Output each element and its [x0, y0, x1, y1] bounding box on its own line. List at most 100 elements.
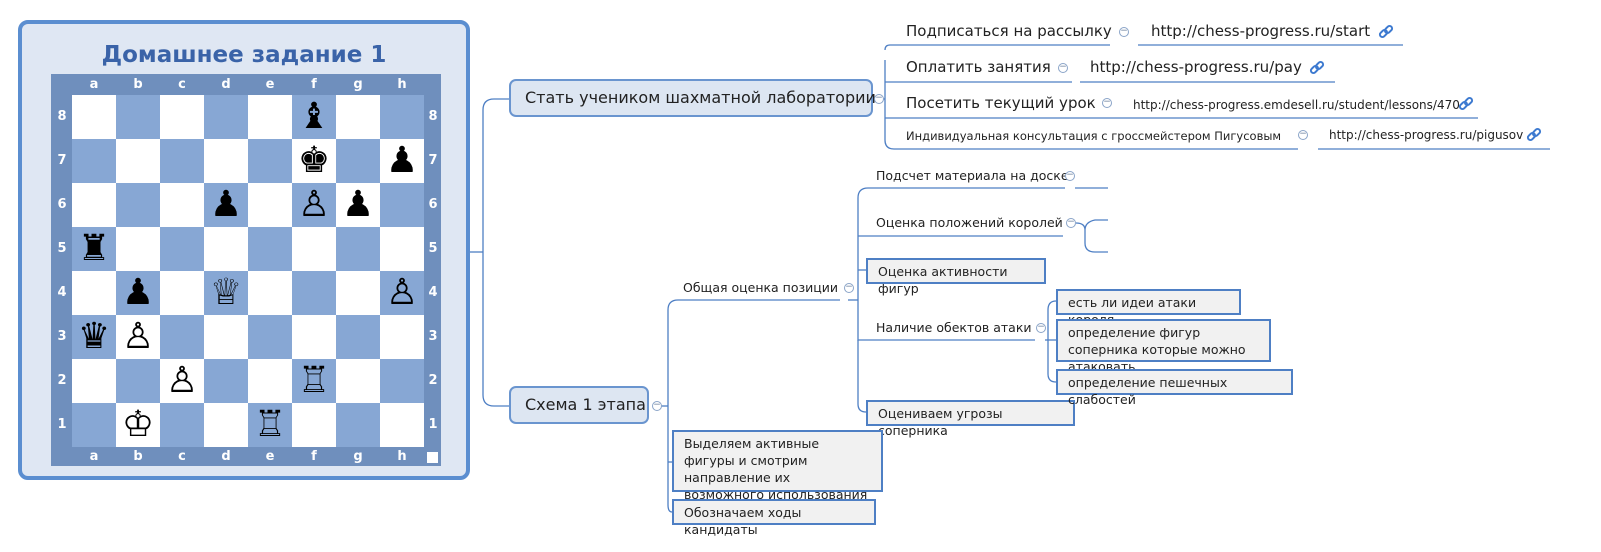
white-queen-d4[interactable]: ♕: [209, 272, 243, 313]
square-e5[interactable]: [248, 227, 292, 271]
square-d3[interactable]: [204, 315, 248, 359]
square-b4[interactable]: [116, 271, 160, 315]
link-consultation[interactable]: http://chess-progress.ru/pigusov: [1329, 128, 1524, 142]
square-g3[interactable]: [336, 315, 380, 359]
white-king-b1[interactable]: ♔: [121, 404, 155, 445]
black-bishop-f8[interactable]: ♝: [297, 96, 331, 137]
node-pay[interactable]: Оплатить занятия: [906, 58, 1051, 76]
square-c8[interactable]: [160, 95, 204, 139]
collapse-toggle-icon[interactable]: −: [844, 282, 854, 293]
square-h5[interactable]: [380, 227, 424, 271]
collapse-toggle-icon[interactable]: −: [874, 93, 884, 104]
node-candidate-moves[interactable]: Обозначаем ходы кандидаты: [672, 499, 876, 537]
square-f3[interactable]: [292, 315, 336, 359]
black-king-f7[interactable]: ♚: [297, 140, 331, 181]
hyperlink-icon[interactable]: [1458, 96, 1474, 112]
node-king-attack-ideas[interactable]: есть ли идеи атаки короля: [1056, 289, 1241, 327]
square-g2[interactable]: [336, 359, 380, 403]
square-a8[interactable]: [72, 95, 116, 139]
square-a6[interactable]: [72, 183, 116, 227]
square-d6[interactable]: [204, 183, 248, 227]
square-e8[interactable]: [248, 95, 292, 139]
white-rook-f2[interactable]: ♖: [297, 360, 331, 401]
white-pawn-b3[interactable]: ♙: [121, 316, 155, 357]
square-f7[interactable]: [292, 139, 336, 183]
link-subscribe[interactable]: http://chess-progress.ru/start: [1151, 22, 1371, 40]
collapse-toggle-icon[interactable]: −: [1065, 170, 1075, 181]
black-pawn-d6[interactable]: ♟: [209, 184, 243, 225]
square-g1[interactable]: [336, 403, 380, 447]
square-d2[interactable]: [204, 359, 248, 403]
square-d4[interactable]: [204, 271, 248, 315]
square-e7[interactable]: [248, 139, 292, 183]
square-e6[interactable]: [248, 183, 292, 227]
square-c6[interactable]: [160, 183, 204, 227]
square-a2[interactable]: [72, 359, 116, 403]
square-g7[interactable]: [336, 139, 380, 183]
square-h4[interactable]: [380, 271, 424, 315]
square-h3[interactable]: [380, 315, 424, 359]
white-pawn-c2[interactable]: ♙: [165, 360, 199, 401]
square-g4[interactable]: [336, 271, 380, 315]
link-current-lesson[interactable]: http://chess-progress.emdesell.ru/studen…: [1133, 98, 1460, 112]
collapse-toggle-icon[interactable]: −: [1119, 26, 1129, 37]
square-b7[interactable]: [116, 139, 160, 183]
black-queen-a3[interactable]: ♛: [77, 316, 111, 357]
square-a4[interactable]: [72, 271, 116, 315]
node-consultation[interactable]: Индивидуальная консультация с гроссмейст…: [906, 129, 1282, 143]
square-a1[interactable]: [72, 403, 116, 447]
square-c2[interactable]: [160, 359, 204, 403]
white-pawn-h4[interactable]: ♙: [385, 272, 419, 313]
branch-stage-scheme[interactable]: Схема 1 этапа: [509, 386, 649, 424]
collapse-toggle-icon[interactable]: −: [1102, 97, 1112, 108]
black-pawn-h7[interactable]: ♟: [385, 140, 419, 181]
square-a5[interactable]: [72, 227, 116, 271]
square-b8[interactable]: [116, 95, 160, 139]
square-b1[interactable]: [116, 403, 160, 447]
square-e4[interactable]: [248, 271, 292, 315]
hyperlink-icon[interactable]: [1526, 127, 1542, 143]
square-d8[interactable]: [204, 95, 248, 139]
node-general-evaluation[interactable]: Общая оценка позиции: [683, 280, 839, 295]
collapse-toggle-icon[interactable]: −: [1066, 217, 1076, 228]
square-c7[interactable]: [160, 139, 204, 183]
hyperlink-icon[interactable]: [1378, 24, 1394, 40]
node-subscribe[interactable]: Подписаться на рассылку: [906, 22, 1112, 40]
node-active-pieces[interactable]: Выделяем активные фигуры и смотрим напра…: [672, 430, 883, 502]
black-pawn-g6[interactable]: ♟: [341, 184, 375, 225]
square-h1[interactable]: [380, 403, 424, 447]
square-f1[interactable]: [292, 403, 336, 447]
square-g6[interactable]: [336, 183, 380, 227]
node-piece-activity[interactable]: Оценка активности фигур: [866, 258, 1046, 296]
node-material-count[interactable]: Подсчет материала на доске: [876, 168, 1069, 183]
node-attackable-pieces[interactable]: определение фигур соперника которые можн…: [1056, 319, 1271, 374]
square-c3[interactable]: [160, 315, 204, 359]
collapse-toggle-icon[interactable]: −: [1036, 322, 1046, 333]
square-a7[interactable]: [72, 139, 116, 183]
square-b5[interactable]: [116, 227, 160, 271]
square-c4[interactable]: [160, 271, 204, 315]
node-king-positions[interactable]: Оценка положений королей: [876, 215, 1063, 230]
square-e3[interactable]: [248, 315, 292, 359]
link-pay[interactable]: http://chess-progress.ru/pay: [1090, 58, 1302, 76]
square-b3[interactable]: [116, 315, 160, 359]
square-d1[interactable]: [204, 403, 248, 447]
square-e2[interactable]: [248, 359, 292, 403]
node-opponent-threats[interactable]: Оцениваем угрозы соперника: [866, 400, 1075, 438]
square-g5[interactable]: [336, 227, 380, 271]
square-c5[interactable]: [160, 227, 204, 271]
square-f2[interactable]: [292, 359, 336, 403]
square-h7[interactable]: [380, 139, 424, 183]
square-h2[interactable]: [380, 359, 424, 403]
white-pawn-f6[interactable]: ♙: [297, 184, 331, 225]
square-f4[interactable]: [292, 271, 336, 315]
black-rook-a5[interactable]: ♜: [77, 228, 111, 269]
square-e1[interactable]: [248, 403, 292, 447]
hyperlink-icon[interactable]: [1309, 60, 1325, 76]
square-c1[interactable]: [160, 403, 204, 447]
square-d5[interactable]: [204, 227, 248, 271]
collapse-toggle-icon[interactable]: −: [1058, 62, 1068, 73]
collapse-toggle-icon[interactable]: −: [652, 400, 662, 411]
square-h8[interactable]: [380, 95, 424, 139]
square-g8[interactable]: [336, 95, 380, 139]
